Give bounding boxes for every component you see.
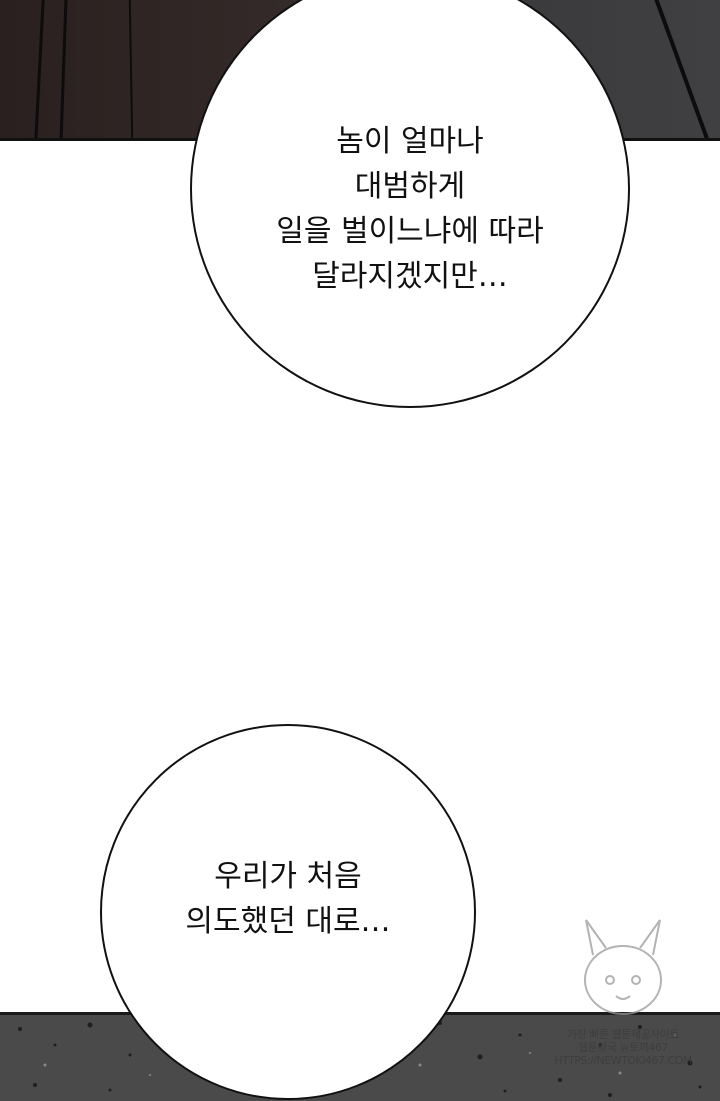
speech-bubble-1: 놈이 얼마나 대범하게 일을 벌이느냐에 따라 달라지겠지만… bbox=[190, 0, 630, 408]
watermark-line: HTTPS://NEWTOKI467.COM bbox=[554, 1054, 692, 1067]
bubble-1-line: 달라지겠지만… bbox=[312, 259, 508, 294]
watermark-line: 가장 빠른 웹툰제공사이트 bbox=[567, 1028, 679, 1041]
ink-stroke bbox=[59, 0, 68, 138]
ink-stroke bbox=[33, 0, 46, 138]
bubble-1-line: 일을 벌이느냐에 따라 bbox=[276, 214, 544, 249]
ink-stroke bbox=[652, 0, 712, 138]
mascot-logo-icon bbox=[584, 919, 662, 1015]
speech-bubble-2: 우리가 처음 의도했던 대로… bbox=[100, 724, 476, 1100]
site-watermark: 가장 빠른 웹툰제공사이트 웹툰왕국 뉴토끼467 HTTPS://NEWTOK… bbox=[548, 910, 698, 1070]
watermark-line: 웹툰왕국 뉴토끼467 bbox=[578, 1041, 668, 1054]
ink-stroke bbox=[128, 0, 134, 138]
speech-bubble-2-text: 우리가 처음 의도했던 대로… bbox=[185, 854, 390, 944]
speech-bubble-1-text: 놈이 얼마나 대범하게 일을 벌이느냐에 따라 달라지겠지만… bbox=[276, 119, 543, 299]
bubble-1-line: 놈이 얼마나 bbox=[336, 124, 484, 159]
bubble-2-line: 의도했던 대로… bbox=[185, 904, 391, 939]
watermark-text: 가장 빠른 웹툰제공사이트 웹툰왕국 뉴토끼467 HTTPS://NEWTOK… bbox=[550, 1028, 696, 1067]
bubble-2-line: 우리가 처음 bbox=[214, 859, 362, 894]
bubble-1-line: 대범하게 bbox=[354, 169, 466, 204]
